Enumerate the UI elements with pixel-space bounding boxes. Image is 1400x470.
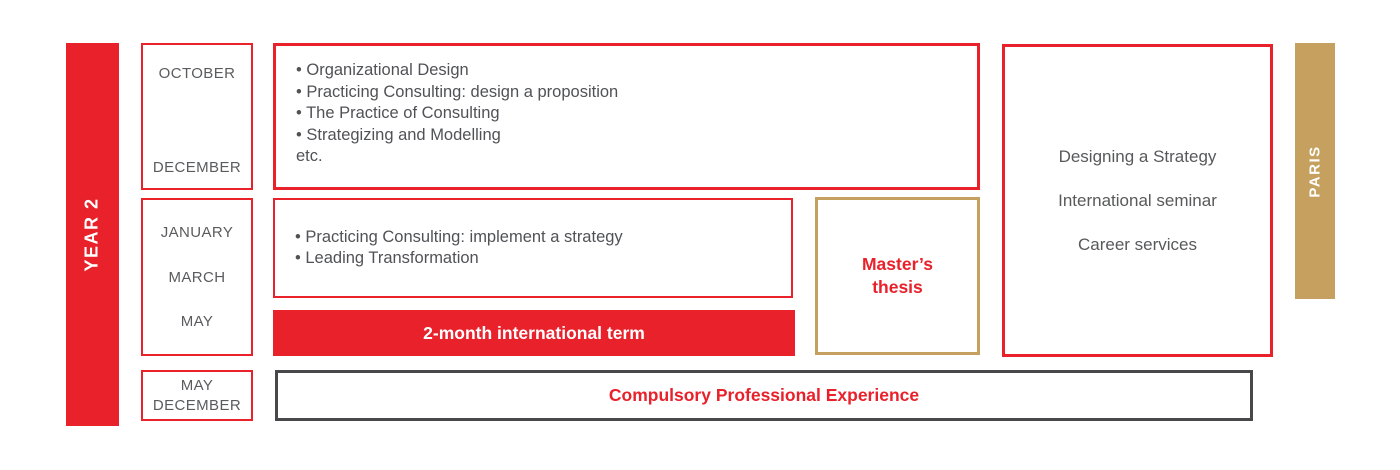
course-item-etc: etc. (296, 147, 323, 165)
thesis-label-line1: Master’s (861, 254, 933, 274)
month-label-may2: MAY (180, 376, 214, 394)
campus-item-international-seminar: International seminar (1058, 190, 1217, 210)
month-label-may: MAY (180, 313, 214, 330)
month-label-december2: DECEMBER (152, 396, 242, 414)
year2-bar: YEAR 2 (66, 43, 119, 426)
masters-thesis-box: Master’s thesis (815, 197, 980, 355)
month-label-december: DECEMBER (152, 159, 242, 176)
period-may-december: MAY DECEMBER (141, 370, 253, 421)
period-october-december: OCTOBER DECEMBER (141, 43, 253, 190)
campus-item-career-services: Career services (1077, 234, 1198, 254)
course-item: • Leading Transformation (295, 249, 479, 267)
course-item: • Practicing Consulting: implement a str… (295, 227, 623, 246)
term1-courses-box: • Organizational Design • Practicing Con… (273, 43, 980, 190)
thesis-label-line2: thesis (872, 277, 923, 297)
campus-item-designing-strategy: Designing a Strategy (1058, 146, 1217, 166)
international-term-bar: 2-month international term (273, 310, 795, 356)
course-item: • Strategizing and Modelling (296, 125, 501, 144)
period-january-march-may: JANUARY MARCH MAY (141, 198, 253, 356)
compulsory-experience-label: Compulsory Professional Experience (608, 385, 920, 405)
month-label-october: OCTOBER (158, 65, 236, 82)
course-item: • The Practice of Consulting (296, 104, 500, 122)
month-label-january: JANUARY (160, 224, 234, 241)
year2-label: YEAR 2 (82, 197, 102, 272)
course-item: • Practicing Consulting: design a propos… (296, 82, 619, 101)
campus-services-box: Designing a Strategy International semin… (1002, 44, 1273, 357)
term2-courses-box: • Practicing Consulting: implement a str… (273, 198, 793, 298)
paris-label: PARIS (1306, 144, 1324, 198)
month-label-march: MARCH (168, 268, 226, 286)
paris-bar: PARIS (1295, 43, 1335, 299)
compulsory-experience-box: Compulsory Professional Experience (275, 370, 1253, 421)
course-item: • Organizational Design (296, 61, 469, 79)
international-term-label: 2-month international term (423, 322, 645, 343)
